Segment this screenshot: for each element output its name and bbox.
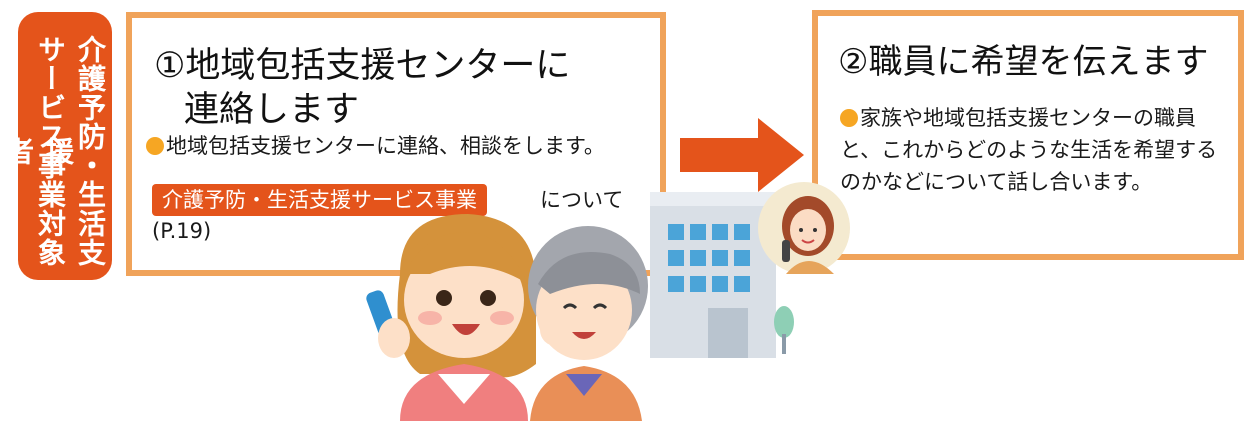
step-1-bullet-text: 地域包括支援センターに連絡、相談をします。 [166, 134, 605, 158]
service-link-tag[interactable]: 介護予防・生活支援サービス事業 [152, 184, 487, 216]
step-1-panel: ①地域包括支援センターに 連絡します 地域包括支援センターに連絡、相談をします。… [126, 12, 666, 276]
step-1-title-line-2: 連絡します [184, 90, 360, 130]
step-1-title-line-1: ①地域包括支援センターに [154, 46, 571, 86]
service-link-suffix: について [540, 188, 624, 212]
step-2-description: 家族や地域包括支援センターの職員と、これからどのような生活を希望するのかなどにつ… [840, 102, 1232, 198]
service-category-tab: 介護予防・生活支援 サービス事業対象者 [2, 12, 112, 280]
arrow-right-icon [680, 118, 804, 192]
side-tab-line-1: 介護予防・生活支援 [42, 35, 107, 267]
step-1-title: ①地域包括支援センターに 連絡します [154, 44, 654, 132]
bullet-dot-icon [146, 137, 164, 155]
side-tab-line-2: サービス事業対象者 [2, 35, 67, 267]
step-2-panel: ②職員に希望を伝えます 家族や地域包括支援センターの職員と、これからどのような生… [812, 10, 1244, 260]
staff-on-phone-illustration [758, 182, 850, 274]
page-reference: (P.19) [152, 219, 212, 243]
two-women-illustration [366, 214, 648, 421]
bullet-dot-icon [840, 109, 858, 127]
building-illustration [650, 192, 794, 358]
step-1-description: 地域包括支援センターに連絡、相談をします。 [146, 130, 666, 162]
step-2-bullet-text: 家族や地域包括支援センターの職員と、これからどのような生活を希望するのかなどにつ… [840, 106, 1218, 194]
step-2-title: ②職員に希望を伝えます [838, 42, 1209, 82]
